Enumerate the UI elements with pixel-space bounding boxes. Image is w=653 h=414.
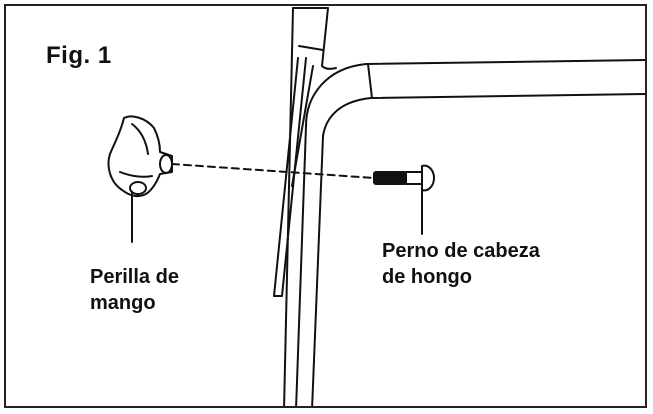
star-knob: [107, 115, 173, 243]
bolt-label-line2: de hongo: [382, 266, 472, 288]
alignment-line: [171, 163, 375, 179]
knob-label-line1: Perilla de: [90, 266, 179, 288]
handle-tube: [273, 7, 329, 406]
assembly-illustration: [107, 7, 645, 406]
bolt-label-line1: Perno de cabeza: [382, 240, 540, 262]
carriage-bolt: [373, 164, 435, 235]
knob-label-line2: mango: [90, 292, 156, 314]
figure-title: Fig. 1: [46, 42, 112, 69]
bolt-label: Perno de cabeza de hongo: [382, 238, 540, 290]
curved-tube: [305, 59, 645, 137]
knob-label: Perilla de mango: [90, 264, 179, 316]
figure-frame: Fig. 1 Perilla de mango Perno de cabeza …: [4, 4, 647, 408]
